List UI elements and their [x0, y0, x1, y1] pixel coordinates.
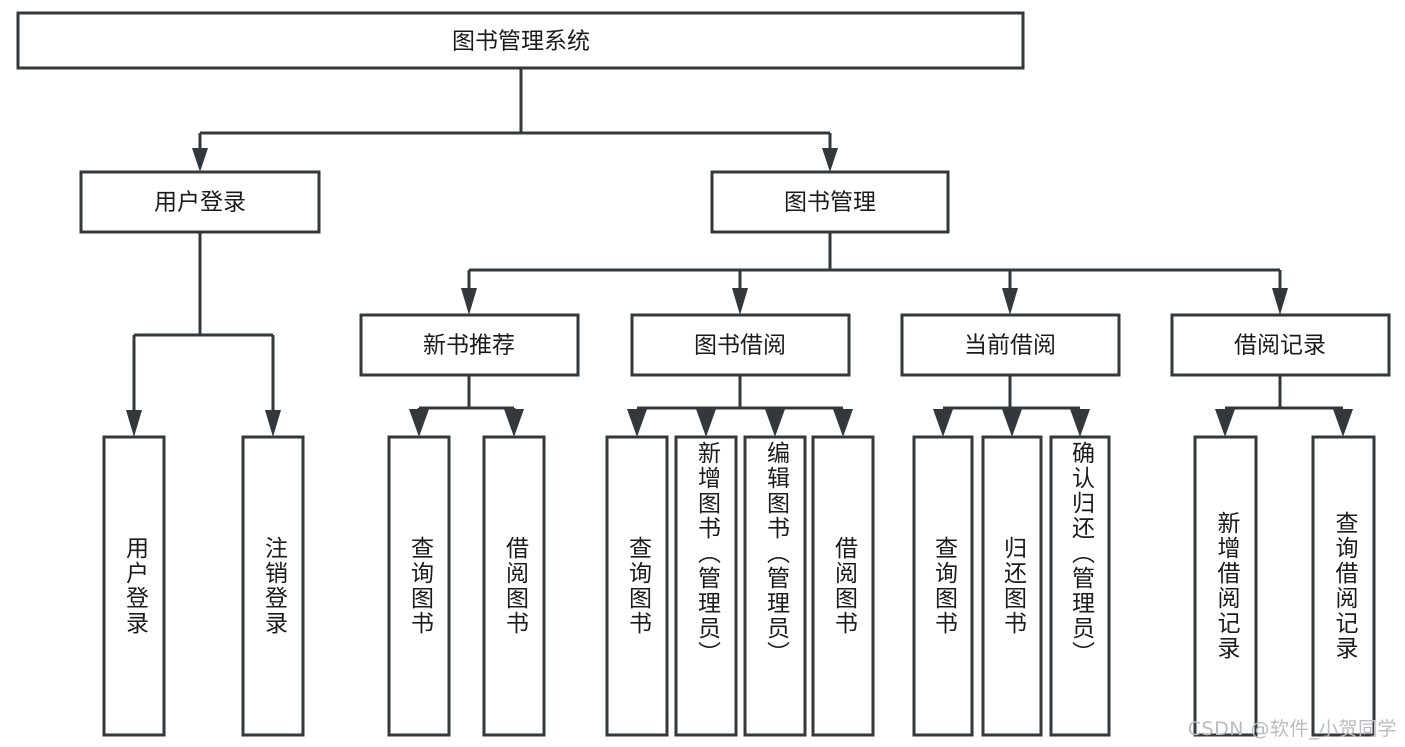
- leaf-box-book-borrow-1[interactable]: [674, 435, 738, 737]
- node-label-current-borrow: 当前借阅: [964, 333, 1056, 359]
- arrow-head-user-login-leaf-0: [126, 410, 142, 437]
- leaf-box-user-login-1[interactable]: [241, 435, 305, 737]
- leaf-box-book-borrow-2[interactable]: [743, 435, 807, 737]
- arrow-head-current-borrow-leaf-2: [1070, 409, 1090, 437]
- arrow-head-book-borrow-leaf-0: [627, 409, 647, 437]
- arrow-head-book-borrow-leaf-2: [765, 409, 785, 437]
- leaf-box-borrow-record-0[interactable]: [1193, 435, 1258, 737]
- node-label-root: 图书管理系统: [452, 29, 590, 55]
- arrow-head-book-borrow-leaf-3: [833, 409, 853, 437]
- node-box-current-borrow[interactable]: [900, 313, 1121, 377]
- arrow-head-borrow-record: [1272, 288, 1288, 315]
- leaf-box-borrow-record-1[interactable]: [1311, 435, 1376, 737]
- arrow-head-new-book-recommend: [461, 288, 477, 315]
- arrow-head-new-book-recommend-leaf-1: [504, 409, 524, 437]
- arrow-head-current-borrow: [1002, 288, 1018, 315]
- arrow-head-user-login: [192, 148, 208, 172]
- arrow-head-current-borrow-leaf-0: [933, 409, 953, 437]
- leaf-box-book-borrow-0[interactable]: [605, 435, 669, 737]
- node-label-book-management: 图书管理: [784, 190, 876, 216]
- arrow-head-book-borrow: [732, 288, 748, 315]
- node-label-book-borrow: 图书借阅: [694, 333, 786, 359]
- arrow-head-new-book-recommend-leaf-0: [409, 409, 429, 437]
- leaf-box-current-borrow-2[interactable]: [1049, 435, 1111, 737]
- node-box-root[interactable]: [16, 11, 1025, 70]
- arrow-head-book-borrow-leaf-1: [696, 409, 716, 437]
- node-label-borrow-record: 借阅记录: [1234, 333, 1326, 359]
- arrow-head-user-login-leaf-1: [265, 410, 281, 437]
- node-label-new-book-recommend: 新书推荐: [423, 333, 515, 359]
- node-box-new-book-recommend[interactable]: [359, 313, 580, 377]
- arrow-head-book-management: [822, 148, 838, 172]
- leaf-box-new-book-recommend-1[interactable]: [482, 435, 546, 737]
- watermark-text: CSDN @软件_小贺同学: [1187, 718, 1397, 740]
- leaf-box-new-book-recommend-0[interactable]: [387, 435, 451, 737]
- arrow-head-borrow-record-leaf-1: [1333, 409, 1353, 437]
- node-box-user-login[interactable]: [79, 170, 321, 234]
- leaf-box-current-borrow-0[interactable]: [912, 435, 974, 737]
- leaf-box-user-login-0[interactable]: [102, 435, 166, 737]
- node-label-user-login: 用户登录: [154, 190, 246, 216]
- arrow-head-current-borrow-leaf-1: [1002, 409, 1022, 437]
- arrow-head-borrow-record-leaf-0: [1215, 409, 1235, 437]
- leaf-box-book-borrow-3[interactable]: [811, 435, 875, 737]
- leaf-box-current-borrow-1[interactable]: [981, 435, 1043, 737]
